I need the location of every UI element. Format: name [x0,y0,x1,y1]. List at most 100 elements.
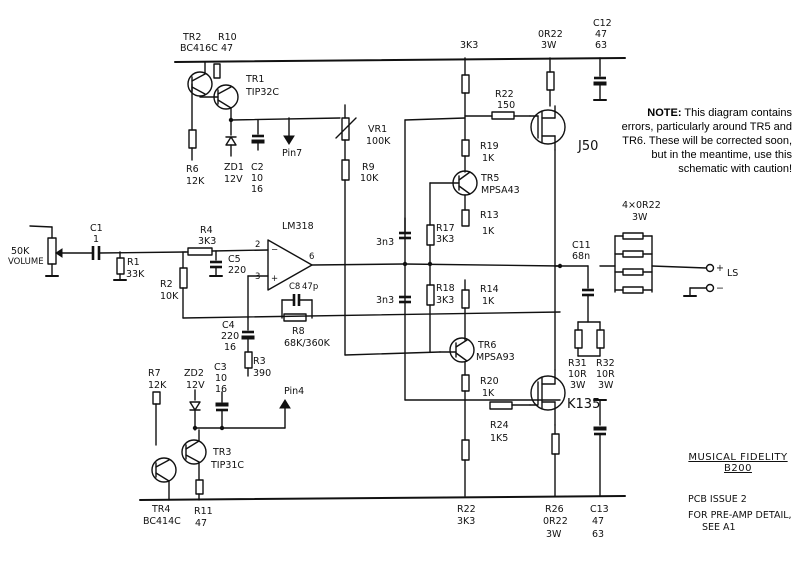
c1-ref: C1 [90,223,103,234]
tr5-value: MPSA43 [481,185,520,196]
r6-value: 12K [186,176,205,187]
tr3-value: TIP31C [210,460,244,471]
c1-capacitor [91,246,101,260]
c5-capacitor [209,250,223,277]
r6-ref: R6 [186,164,199,175]
tr4-transistor [151,457,177,501]
c12-capacitor [593,57,607,101]
svg-text:3: 3 [255,272,260,282]
r9-value: 10K [360,173,379,184]
r26-ref: R26 [545,504,564,515]
r1-resistor [113,251,127,281]
r2-resistor [179,251,188,319]
c12-ref: C12 [593,18,612,29]
r26-value: 0R22 [543,516,568,527]
tr6-ref: TR6 [477,340,496,351]
svg-text:+: + [271,274,278,284]
negative-rail [139,495,626,501]
pin4-label: Pin4 [284,386,304,397]
pin7-label: Pin7 [282,148,302,159]
rbank-power: 3W [632,212,648,223]
r8-resistor [283,313,307,322]
vr1-potentiometer [335,104,357,141]
zd1-ref: ZD1 [224,162,244,173]
r18-ref: R18 [436,283,455,294]
c-3n3-lower [399,295,411,304]
zd2-value: 12V [186,380,205,391]
r7-value: 12K [148,380,167,391]
r2-value: 10K [160,291,179,302]
c5-ref: C5 [228,254,241,265]
warning-note: NOTE: This diagram contains errors, part… [620,106,792,176]
r31-ref: R31 [568,358,587,369]
r14-value: 1K [482,296,495,307]
c11-ref: C11 [572,240,591,251]
r1-ref: R1 [127,257,140,268]
r9-resistor [341,159,350,181]
vr1-ref: VR1 [368,124,387,135]
r3-ref: R3 [253,356,266,367]
ls-terminals: + − [683,263,724,297]
r11-value: 47 [195,518,207,529]
vol-label: VOLUME [8,257,44,267]
c4-ref: C4 [222,320,235,331]
tr3-transistor [181,429,207,481]
c5-value: 220 [228,265,246,276]
r18-resistor [426,284,435,353]
r13-resistor [461,194,470,227]
svg-text:−: − [271,245,278,255]
c12-voltage: 63 [595,40,607,51]
zd2-ref: ZD2 [184,368,204,379]
svg-text:6: 6 [309,252,314,262]
c8-ref: C8 [289,282,300,292]
r22-resistor [464,111,531,120]
zd2-zener [189,389,201,431]
pcb-issue: PCB ISSUE 2 [688,494,747,505]
r32-power: 3W [598,380,614,391]
r24-ref: R24 [490,420,509,431]
r22b-value: 3K3 [457,516,475,527]
title-block: MUSICAL FIDELITY B200 [688,452,788,474]
r31-value: 10R [568,369,587,380]
lm318-label: LM318 [282,221,314,232]
r26-power: 3W [546,529,562,540]
r19-ref: R19 [480,141,499,152]
tr6-transistor [439,337,475,363]
r14-ref: R14 [480,284,499,295]
r19-resistor [461,139,470,173]
r11-resistor [195,479,204,501]
k135-label: K135 [567,397,600,412]
r22-ref: R22 [495,89,514,100]
r-or22-top-power: 3W [541,40,557,51]
r32-resistor [577,321,605,357]
c13-ref: C13 [590,504,609,515]
preamp-note-1: FOR PRE-AMP DETAIL, [688,510,792,521]
r22-value: 150 [497,100,515,111]
lm318-opamp: 2 3 6 − + [255,239,314,291]
r1-value: 33K [126,269,145,280]
r20-value: 1K [482,388,495,399]
c4-voltage: 16 [224,342,236,353]
c4-capacitor [241,317,255,353]
svg-text:−: − [716,283,724,294]
k135-mosfet [529,369,566,426]
zd1-zener [225,119,237,157]
r22b-ref: R22 [457,504,476,515]
r9-ref: R9 [362,162,375,173]
j50-label: J50 [577,139,598,154]
c2-ref: C2 [251,162,264,173]
c3-value: 10 [215,373,227,384]
r10-ref: R10 [218,32,237,43]
c-3n3-lower-value: 3n3 [376,295,394,306]
r31-resistor [574,321,601,357]
c11-capacitor [554,265,594,323]
r8-value: 68K/360K [284,338,331,349]
c3-ref: C3 [214,362,227,373]
r-top-3k3 [461,57,470,141]
r24-resistor [489,401,531,410]
r10-resistor [213,63,221,79]
tr5-transistor [429,170,478,196]
c8-value: 47p [302,282,318,292]
c2-voltage: 16 [251,184,263,195]
